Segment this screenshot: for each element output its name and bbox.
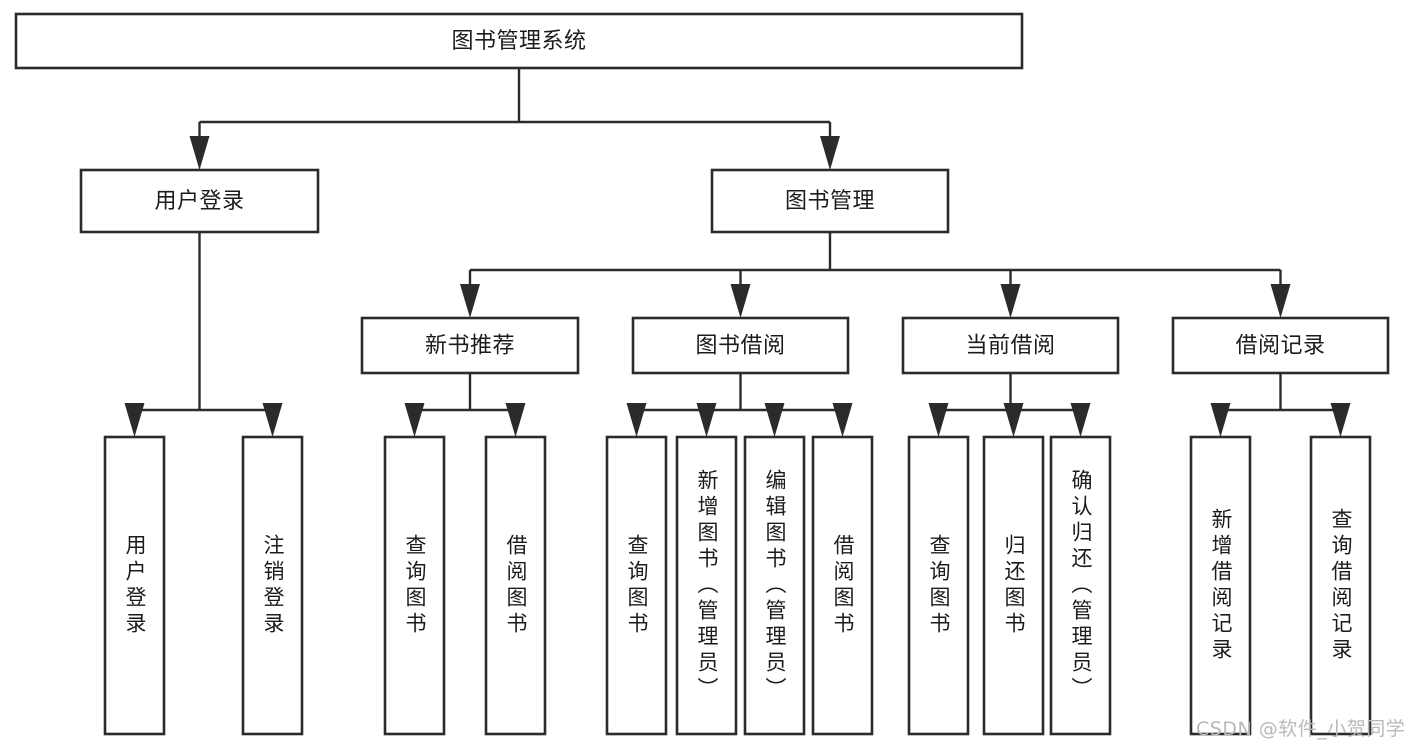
node-box-leaf-0 (103, 435, 166, 736)
node-box-leaf-4 (605, 435, 668, 736)
node-box-layer (14, 12, 1390, 736)
node-box-leaf-7 (811, 435, 874, 736)
arrowhead-icon-level2-1 (820, 136, 840, 170)
arrowhead-icon-level3-1 (730, 284, 751, 318)
node-box-level2-1 (710, 168, 950, 234)
arrowhead-icon-leaf-0 (124, 403, 145, 437)
arrowhead-icon-leaf-4 (626, 403, 647, 437)
csdn-watermark: CSDN @软件_小贺同学 (1196, 718, 1405, 740)
node-label-level2-1: 图书管理 (785, 189, 875, 214)
node-label-root: 图书管理系统 (451, 29, 586, 54)
node-box-leaf-8 (907, 435, 970, 736)
node-box-leaf-2 (383, 435, 446, 736)
node-box-level3-3 (1171, 316, 1390, 375)
arrowhead-icon-leaf-7 (832, 403, 853, 437)
arrowhead-icon-leaf-1 (262, 403, 283, 437)
node-label-level3-1: 图书借阅 (695, 334, 785, 359)
arrowhead-icon-level3-3 (1270, 284, 1291, 318)
arrowhead-icon-leaf-9 (1003, 403, 1024, 437)
node-box-leaf-5 (675, 435, 738, 736)
arrowhead-icon-leaf-5 (696, 403, 717, 437)
node-box-leaf-3 (484, 435, 547, 736)
arrowhead-icon-leaf-12 (1330, 403, 1351, 437)
node-box-leaf-11 (1189, 435, 1252, 736)
arrowhead-icon-level3-2 (1000, 284, 1021, 318)
arrowhead-icon-leaf-11 (1210, 403, 1231, 437)
node-label-level3-0: 新书推荐 (425, 334, 515, 359)
arrowhead-icon-level2-0 (189, 136, 210, 170)
node-box-level3-2 (901, 316, 1120, 375)
node-box-level2-0 (79, 168, 320, 234)
node-box-leaf-9 (982, 435, 1045, 736)
node-box-leaf-12 (1309, 435, 1372, 736)
node-label-level3-2: 当前借阅 (965, 334, 1055, 359)
connector-layer (124, 68, 1351, 437)
arrowhead-icon-leaf-6 (764, 403, 785, 437)
arrowhead-icon-leaf-3 (505, 403, 526, 437)
node-box-level3-1 (631, 316, 850, 375)
arrowhead-icon-level3-0 (460, 284, 480, 318)
node-box-root (14, 12, 1024, 70)
arrowhead-icon-leaf-8 (928, 403, 949, 437)
node-box-leaf-10 (1049, 435, 1112, 736)
node-box-level3-0 (360, 316, 580, 375)
node-label-level2-0: 用户登录 (154, 189, 244, 214)
node-label-level3-3: 借阅记录 (1235, 334, 1325, 359)
arrowhead-icon-leaf-10 (1070, 403, 1091, 437)
node-box-leaf-1 (241, 435, 304, 736)
arrowhead-icon-leaf-2 (404, 403, 425, 437)
node-box-leaf-6 (743, 435, 806, 736)
